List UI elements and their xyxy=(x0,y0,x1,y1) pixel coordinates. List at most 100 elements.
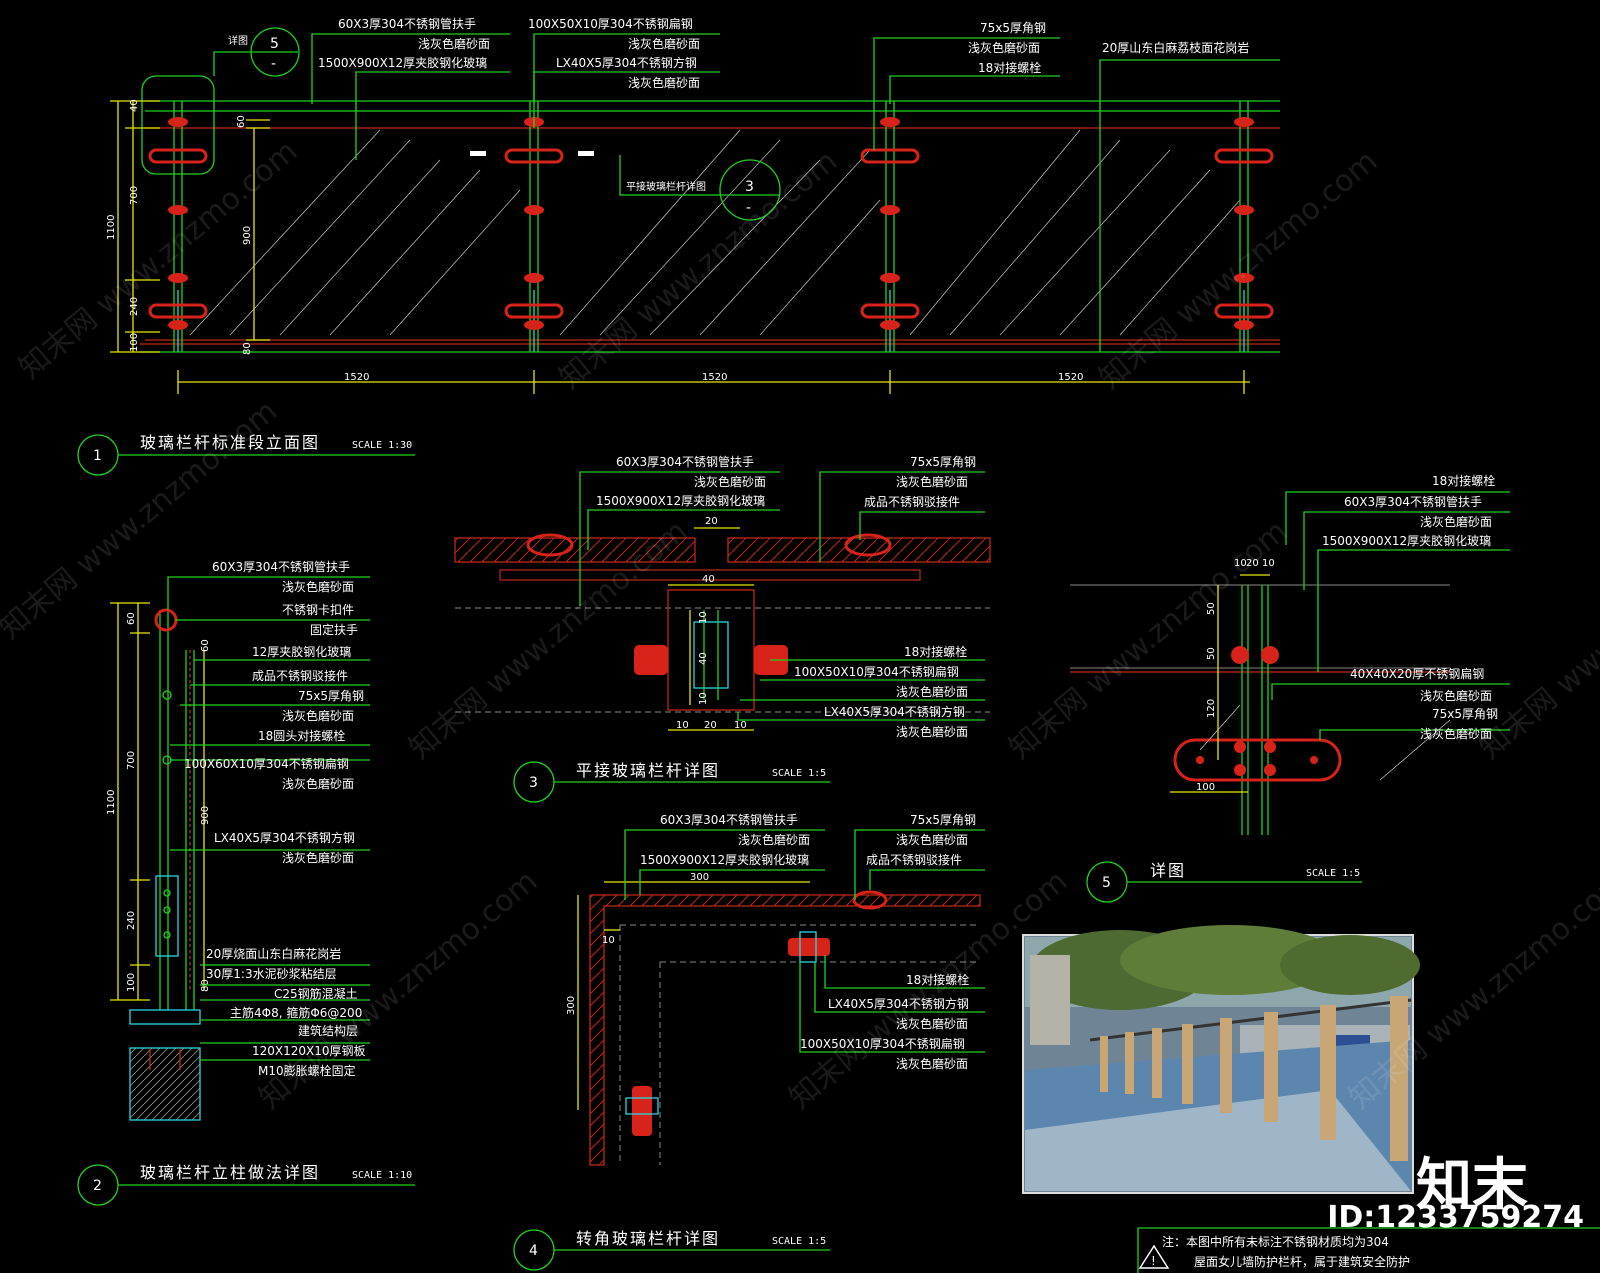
svg-text:60X3厚304不锈钢管扶手: 60X3厚304不锈钢管扶手 xyxy=(212,559,350,574)
svg-text:成品不锈钢驳接件: 成品不锈钢驳接件 xyxy=(864,494,960,509)
drawing4-title: 转角玻璃栏杆详图 xyxy=(576,1229,720,1248)
svg-text:建筑结构层: 建筑结构层 xyxy=(298,1023,358,1038)
svg-text:知末网 www.znzmo.com: 知末网 www.znzmo.com xyxy=(1003,514,1294,766)
drawing3-title: 平接玻璃栏杆详图 xyxy=(576,761,720,780)
drawing1-title: 玻璃栏杆标准段立面图 xyxy=(140,433,320,452)
svg-text:75x5厚角钢: 75x5厚角钢 xyxy=(298,689,364,703)
svg-text:1500X900X12厚夹胶钢化玻璃: 1500X900X12厚夹胶钢化玻璃 xyxy=(596,493,765,508)
svg-text:75x5厚角钢: 75x5厚角钢 xyxy=(980,21,1046,35)
detail5-annotations: 18对接螺栓 60X3厚304不锈钢管扶手 浅灰色磨砂面 1500X900X12… xyxy=(1322,473,1498,741)
svg-text:10: 10 xyxy=(1262,558,1275,569)
svg-text:40X40X20厚不锈钢扁钢: 40X40X20厚不锈钢扁钢 xyxy=(1350,667,1484,681)
svg-text:75x5厚角钢: 75x5厚角钢 xyxy=(910,455,976,469)
corner-joint-annotations: 60X3厚304不锈钢管扶手 浅灰色磨砂面 1500X900X12厚夹胶钢化玻璃… xyxy=(640,812,976,1071)
svg-text:C25钢筋混凝土: C25钢筋混凝土 xyxy=(274,986,358,1001)
svg-text:240: 240 xyxy=(129,297,140,316)
svg-text:10: 10 xyxy=(698,611,709,624)
elevation-vertical-dims: 1100 700 240 100 60 900 80 40 xyxy=(106,99,253,355)
svg-text:M10膨胀螺栓固定: M10膨胀螺栓固定 xyxy=(258,1063,356,1078)
svg-text:1500X900X12厚夹胶钢化玻璃: 1500X900X12厚夹胶钢化玻璃 xyxy=(1322,533,1491,548)
svg-text:120: 120 xyxy=(1206,699,1217,718)
svg-text:10: 10 xyxy=(676,720,689,731)
post-section-annotations: 60X3厚304不锈钢管扶手 浅灰色磨砂面 不锈钢卡扣件 固定扶手 12厚夹胶钢… xyxy=(184,559,366,1078)
detail3-callout-circle xyxy=(719,159,781,221)
svg-text:100: 100 xyxy=(1196,782,1215,793)
svg-text:100X50X10厚304不锈钢扁钢: 100X50X10厚304不锈钢扁钢 xyxy=(528,17,693,31)
svg-text:50: 50 xyxy=(1206,647,1217,660)
drawing2-scale: SCALE 1:10 xyxy=(352,1170,412,1181)
elevation-annotations: 60X3厚304不锈钢管扶手 浅灰色磨砂面 1500X900X12厚夹胶钢化玻璃… xyxy=(318,16,1249,90)
svg-text:1500X900X12厚夹胶钢化玻璃: 1500X900X12厚夹胶钢化玻璃 xyxy=(318,55,487,70)
svg-text:浅灰色磨砂面: 浅灰色磨砂面 xyxy=(1420,727,1492,741)
svg-text:100X50X10厚304不锈钢扁钢: 100X50X10厚304不锈钢扁钢 xyxy=(800,1037,965,1051)
svg-text:20厚山东白麻荔枝面花岗岩: 20厚山东白麻荔枝面花岗岩 xyxy=(1102,40,1249,55)
post-2 xyxy=(470,101,594,352)
flat-joint-drawing: 20 40 10 40 10 10 20 10 60X3厚304不锈钢管扶手 浅… xyxy=(454,454,991,803)
svg-text:120X120X10厚钢板: 120X120X10厚钢板 xyxy=(252,1044,366,1058)
svg-text:知末网 www.znzmo.com: 知末网 www.znzmo.com xyxy=(0,394,284,646)
glass-panels xyxy=(189,129,1241,336)
svg-text:1100: 1100 xyxy=(106,790,117,815)
svg-text:18对接螺栓: 18对接螺栓 xyxy=(978,60,1041,75)
corner-joint-drawing: 300 300 10 60X3厚304不锈钢管扶手 浅灰色磨砂面 1500X90… xyxy=(513,812,985,1271)
svg-text:浅灰色磨砂面: 浅灰色磨砂面 xyxy=(1420,689,1492,703)
svg-text:固定扶手: 固定扶手 xyxy=(310,622,358,637)
svg-text:1520: 1520 xyxy=(702,372,727,383)
svg-text:知末网 www.znzmo.com: 知末网 www.znzmo.com xyxy=(1473,514,1600,766)
svg-text:浅灰色磨砂面: 浅灰色磨砂面 xyxy=(896,1057,968,1071)
flat-joint-dims: 20 40 10 40 10 10 20 10 xyxy=(676,516,747,731)
svg-text:浅灰色磨砂面: 浅灰色磨砂面 xyxy=(694,475,766,489)
drawing5-title: 详图 xyxy=(1150,861,1186,880)
svg-text:1520: 1520 xyxy=(344,372,369,383)
svg-text:60: 60 xyxy=(126,612,137,625)
svg-text:1100: 1100 xyxy=(106,215,117,240)
svg-text:不锈钢卡扣件: 不锈钢卡扣件 xyxy=(282,603,354,617)
note-line-1: 注：本图中所有未标注不锈钢材质均为304 xyxy=(1162,1234,1389,1249)
svg-text:浅灰色磨砂面: 浅灰色磨砂面 xyxy=(1420,515,1492,529)
svg-text:20: 20 xyxy=(704,720,717,731)
svg-text:浅灰色磨砂面: 浅灰色磨砂面 xyxy=(628,76,700,90)
detail5-callout-num: 5 xyxy=(270,36,279,52)
svg-text:60: 60 xyxy=(200,639,211,652)
svg-text:20厚烧面山东白麻花岗岩: 20厚烧面山东白麻花岗岩 xyxy=(206,946,341,961)
svg-text:2: 2 xyxy=(93,1178,102,1194)
svg-text:浅灰色磨砂面: 浅灰色磨砂面 xyxy=(282,580,354,594)
svg-text:10: 10 xyxy=(734,720,747,731)
svg-text:18圆头对接螺栓: 18圆头对接螺栓 xyxy=(258,728,345,743)
svg-text:成品不锈钢驳接件: 成品不锈钢驳接件 xyxy=(866,852,962,867)
svg-text:浅灰色磨砂面: 浅灰色磨砂面 xyxy=(282,777,354,791)
drawing2-title: 玻璃栏杆立柱做法详图 xyxy=(140,1163,320,1182)
svg-text:18对接螺栓: 18对接螺栓 xyxy=(904,644,967,659)
svg-text:10: 10 xyxy=(1234,558,1247,569)
svg-text:40: 40 xyxy=(698,652,709,665)
detail3-callout-label: 平接玻璃栏杆详图 xyxy=(626,180,706,193)
svg-text:60X3厚304不锈钢管扶手: 60X3厚304不锈钢管扶手 xyxy=(338,16,476,31)
svg-text:知末网 www.znzmo.com: 知末网 www.znzmo.com xyxy=(1093,144,1384,396)
svg-text:1500X900X12厚夹胶钢化玻璃: 1500X900X12厚夹胶钢化玻璃 xyxy=(640,852,809,867)
detail-callout-box xyxy=(141,75,215,175)
svg-text:900: 900 xyxy=(242,226,253,245)
svg-text:3: 3 xyxy=(745,179,754,195)
resource-id: ID:1233759274 xyxy=(1327,1200,1584,1235)
spider-fitting xyxy=(1173,738,1342,782)
svg-text:100X50X10厚304不锈钢扁钢: 100X50X10厚304不锈钢扁钢 xyxy=(794,665,959,679)
svg-text:300: 300 xyxy=(690,872,709,883)
svg-text:10: 10 xyxy=(602,935,615,946)
corner-joint-dims: 300 300 10 xyxy=(566,872,709,1015)
svg-text:700: 700 xyxy=(129,186,140,205)
svg-text:1: 1 xyxy=(93,448,102,464)
svg-text:100: 100 xyxy=(129,333,140,352)
post-section-dims: 60 700 1100 240 100 60 900 80 xyxy=(106,612,211,992)
svg-text:18对接螺栓: 18对接螺栓 xyxy=(906,972,969,987)
svg-text:50: 50 xyxy=(1206,602,1217,615)
svg-text:12厚夹胶钢化玻璃: 12厚夹胶钢化玻璃 xyxy=(252,644,351,659)
svg-text:主筋4Φ8, 箍筋Φ6@200: 主筋4Φ8, 箍筋Φ6@200 xyxy=(230,1005,362,1020)
post-section-drawing: 60 700 1100 240 100 60 900 80 60X3厚304不锈… xyxy=(77,559,415,1206)
svg-text:知末网 www.znzmo.com: 知末网 www.znzmo.com xyxy=(13,134,304,386)
svg-text:LX40X5厚304不锈钢方钢: LX40X5厚304不锈钢方钢 xyxy=(824,704,965,719)
brand-logo: 知末 xyxy=(1416,1153,1528,1218)
svg-text:75x5厚角钢: 75x5厚角钢 xyxy=(910,813,976,827)
drawing3-scale: SCALE 1:5 xyxy=(772,768,826,779)
svg-text:浅灰色磨砂面: 浅灰色磨砂面 xyxy=(896,833,968,847)
post-1 xyxy=(148,101,208,352)
